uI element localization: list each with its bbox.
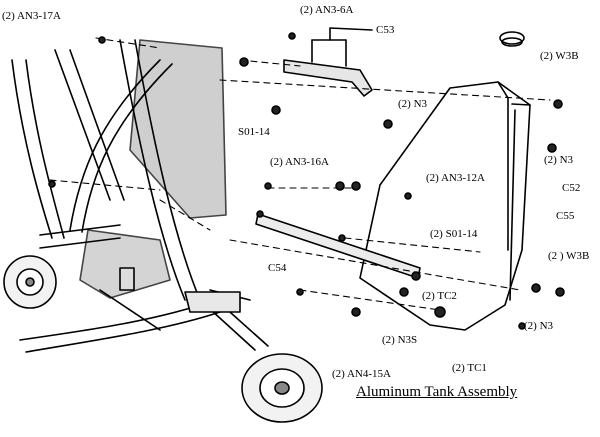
bracket-c53 bbox=[283, 27, 373, 97]
callout-n3-right: (2) N3 bbox=[544, 154, 574, 166]
callout-w3b-right: (2 ) W3B bbox=[548, 250, 590, 262]
callout-tc1: (2) TC1 bbox=[452, 362, 487, 374]
callout-s01-14-top: S01-14 bbox=[238, 126, 270, 138]
hardware bbox=[48, 32, 565, 330]
callout-an3-6a: (2) AN3-6A bbox=[300, 4, 354, 16]
diagram-caption: Aluminum Tank Assembly bbox=[356, 384, 518, 400]
callout-s01-14-mid: (2) S01-14 bbox=[430, 228, 478, 240]
seat-fabric-panel bbox=[79, 39, 227, 299]
callout-an3-12a: (2) AN3-12A bbox=[426, 172, 485, 184]
callout-c55: C55 bbox=[556, 210, 575, 222]
callout-n3-mid: (2) N3 bbox=[398, 98, 428, 110]
callout-an4-15a: (2) AN4-15A bbox=[332, 368, 391, 380]
callout-n3s: (2) N3S bbox=[382, 334, 418, 346]
leader-lines bbox=[49, 37, 551, 311]
callout-c54: C54 bbox=[268, 262, 287, 274]
landing-gear bbox=[3, 255, 323, 423]
callout-c53: C53 bbox=[376, 24, 395, 36]
callout-w3b-top: (2) W3B bbox=[540, 50, 579, 62]
callout-tc2: (2) TC2 bbox=[422, 290, 457, 302]
callout-an3-17a: (2) AN3-17A bbox=[2, 10, 61, 22]
callout-c52: C52 bbox=[562, 182, 581, 194]
callout-an3-16a: (2) AN3-16A bbox=[270, 156, 329, 168]
callout-n3-bottom: (2) N3 bbox=[524, 320, 554, 332]
